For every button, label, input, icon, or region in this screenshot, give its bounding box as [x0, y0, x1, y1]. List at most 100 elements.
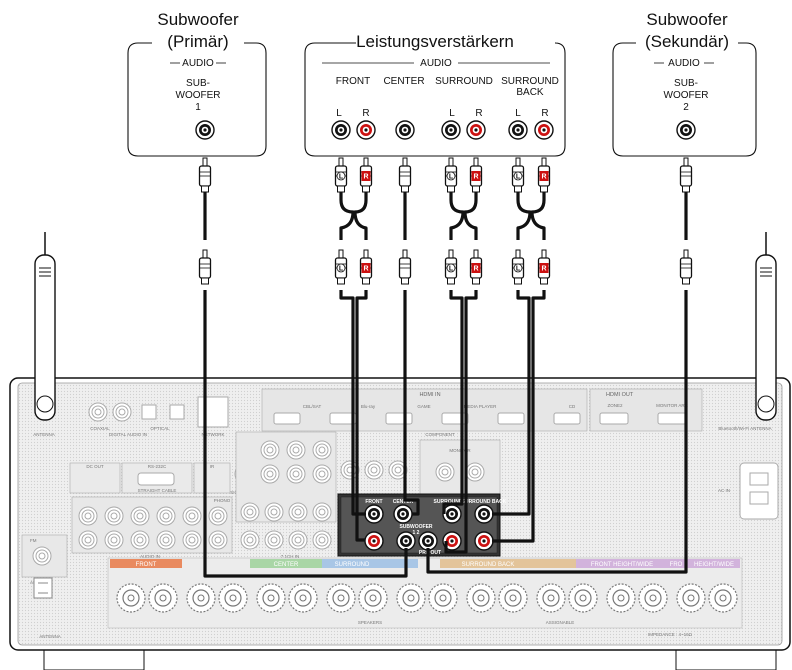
amp-sb-l-jack [508, 120, 528, 140]
amp-surround-back-label-2: BACK [516, 87, 544, 98]
amp-center-label: CENTER [383, 76, 424, 87]
cable-surround-stereo [442, 157, 483, 554]
antenna-left [34, 232, 56, 421]
band-front-height [576, 559, 740, 568]
hdmi-src-5: CD [569, 404, 576, 409]
pre-out-sub1-jack [396, 531, 416, 551]
antenna-right [755, 232, 777, 421]
network-label: NETWORK [202, 432, 225, 437]
speaker-terminal-strip: FRONT CENTER SURROUND SURROUND BACK FRON… [107, 557, 743, 637]
sub1-title-line1: Subwoofer [157, 10, 239, 29]
amp-surround-back-label-1: SURROUND [501, 76, 559, 87]
antenna-bottom-label: ANTENNA [39, 634, 61, 639]
band-surround-back-label: SURROUND BACK [462, 562, 515, 568]
antenna-right-label: Bluetooth/Wi-Fi ANTENNA [718, 426, 771, 431]
amp-front-r: R [362, 108, 369, 119]
hdmi-src-3: GAME [417, 404, 430, 409]
band-center-label: CENTER [274, 562, 299, 568]
cable-front-stereo [334, 157, 373, 542]
assignable-label: ASSIGNABLE [546, 620, 575, 625]
plug-sb-l-top: L [516, 174, 521, 181]
sub1-title-line2: (Primär) [167, 32, 228, 51]
plug-sb-r-top: R [541, 174, 546, 181]
amp-center-jack [395, 120, 415, 140]
monitor-arc-label: MONITOR ARC [656, 403, 688, 408]
pre-out-sb-l-jack [474, 504, 494, 524]
band-fh-short-label: FRO [670, 562, 683, 568]
plug-surround-l-top: L [449, 174, 454, 181]
pre-out-sb-r-jack [474, 531, 494, 551]
cable-surround-back-stereo [492, 157, 551, 543]
coaxial-label: COAXIAL [90, 426, 110, 431]
amp-surround-l-jack [441, 120, 461, 140]
pre-out-surround-back-label: SURROUND BACK [462, 499, 507, 505]
band-front-label: FRONT [136, 562, 157, 568]
plug-front-l-bottom: L [339, 266, 344, 273]
plug-sb-r-bottom: R [541, 266, 546, 273]
subwoofer-secondary-box: Subwoofer (Sekundär) AUDIO SUB- WOOFER 2 [612, 10, 757, 157]
phono-label: PHONO [214, 498, 231, 503]
rs232c-label: RS-232C [148, 464, 167, 469]
hdmi-src-2: Blu-ray [361, 404, 376, 409]
pre-out-label: PRE OUT [419, 550, 441, 556]
amp-surround-l: L [449, 108, 455, 119]
band-height-label: HEIGHT/WIDE [694, 562, 734, 568]
sub1-jack-label-3: 1 [195, 102, 201, 113]
amp-front-label: FRONT [336, 76, 370, 87]
component-label: COMPONENT [425, 432, 455, 437]
sub2-jack-label-3: 2 [683, 102, 689, 113]
sub2-audio-label: AUDIO [668, 58, 700, 69]
amp-title: Leistungsverstärkern [356, 32, 514, 51]
amp-sb-l: L [515, 108, 521, 119]
dc-out-label: DC OUT [86, 464, 103, 469]
amp-surround-r: R [475, 108, 482, 119]
monitor-label: MONITOR [449, 448, 471, 453]
pre-out-subwoofer-label: SUBWOOFER [399, 524, 432, 530]
sub2-jack-label-2: WOOFER [664, 90, 709, 101]
amp-front-l-jack [331, 120, 351, 140]
cable-subwoofer-2 [426, 157, 693, 574]
optical-label: OPTICAL [150, 426, 170, 431]
band-center [250, 559, 322, 568]
sub1-jack-label-1: SUB- [186, 78, 210, 89]
zone2-label: ZONE2 [607, 403, 623, 408]
amp-audio-label: AUDIO [420, 58, 452, 69]
plug-front-r-top: R [363, 174, 368, 181]
sub2-title-line2: (Sekundär) [645, 32, 729, 51]
antenna-left-label: ANTENNA [33, 432, 55, 437]
sub1-audio-label: AUDIO [182, 58, 214, 69]
ac-in-label: AC IN [718, 488, 730, 493]
impedance-label: IMPEDANCE : 4~16Ω [648, 632, 693, 637]
pre-out-front-l-jack [364, 504, 384, 524]
in-71ch-label: 7.1CH IN [281, 554, 300, 559]
digital-audio-in-label: DIGITAL AUDIO IN [109, 432, 147, 437]
plug-front-l-top: L [339, 174, 344, 181]
hdmi-src-4: MEDIA PLAYER [464, 404, 497, 409]
subwoofer-primary-box: Subwoofer (Primär) AUDIO SUB- WOOFER 1 [127, 10, 267, 157]
pre-out-surround-label: SURROUND [434, 499, 463, 505]
amp-surround-label: SURROUND [435, 76, 493, 87]
pre-out-center-jack [393, 504, 413, 524]
amp-front-r-jack [356, 120, 376, 140]
band-surround-back [440, 559, 576, 568]
hdmi-out-label: HDMI OUT [606, 392, 634, 398]
hdmi-in-label: HDMI IN [419, 392, 440, 398]
band-surround-label: SURROUND [335, 562, 370, 568]
amp-surround-r-jack [466, 120, 486, 140]
band-front [110, 559, 182, 568]
sub2-input-jack [676, 120, 696, 140]
plug-surround-l-bottom: L [449, 266, 454, 273]
plug-lr-markers: L R L R L R L R L R L R [336, 171, 549, 273]
sub2-jack-label-1: SUB- [674, 78, 698, 89]
pre-out-center-label: CENTER [393, 499, 414, 505]
sub1-input-jack [195, 120, 215, 140]
plug-sb-l-bottom: L [516, 266, 521, 273]
pre-out-sub-numbers: 1 2 [413, 530, 420, 536]
cable-subwoofer-1 [198, 157, 408, 578]
band-front-height-label: FRONT HEIGHT/WIDE [591, 562, 653, 568]
pre-out-sub2-jack [418, 531, 438, 551]
plug-surround-r-bottom: R [473, 266, 478, 273]
straight-cable-label: STRAIGHT CABLE [138, 488, 177, 493]
pre-out-surround-l-jack [442, 504, 462, 524]
sub2-title-line1: Subwoofer [646, 10, 728, 29]
